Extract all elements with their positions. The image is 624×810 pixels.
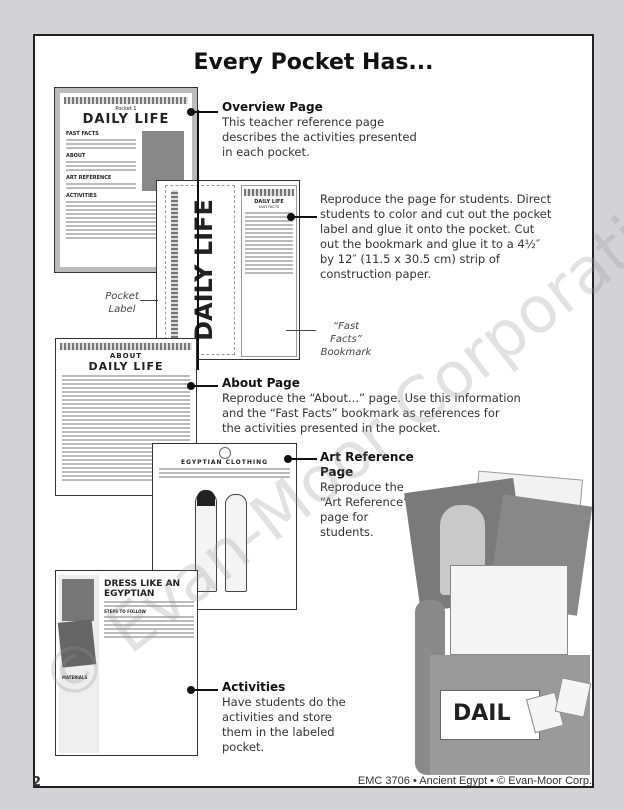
page-title: Every Pocket Has... xyxy=(193,50,434,75)
pocket-label-bookmark-thumbnail: DAILY LIFE DAILY LIFE FAST FACTS xyxy=(156,180,300,360)
bookmark-title: DAILY LIFE xyxy=(254,199,284,205)
thumb-title: DAILY LIFE xyxy=(88,360,164,373)
activities-text: Have students do the activities and stor… xyxy=(222,695,346,754)
art-reference-text: Reproduce the “Art Reference” page for s… xyxy=(320,480,410,539)
activities-description: Activities Have students do the activiti… xyxy=(222,680,352,755)
thumb-section: FAST FACTS xyxy=(66,131,99,137)
thumb-section: ACTIVITIES xyxy=(66,193,97,199)
thumb-section: ABOUT xyxy=(66,153,86,159)
thumb-title: DAILY LIFE xyxy=(82,112,170,127)
pocket-number: Pocket 1 xyxy=(115,106,137,112)
about-description: About Page Reproduce the “About...” page… xyxy=(222,376,522,436)
footer-credit: EMC 3706 • Ancient Egypt • © Evan-Moor C… xyxy=(357,775,592,787)
bookmark-caption: “Fast Facts” Bookmark xyxy=(320,321,372,358)
bookmark-subtitle: FAST FACTS xyxy=(258,205,280,209)
activities-heading: Activities xyxy=(222,680,286,694)
thumb-title: ABOUT xyxy=(109,352,143,360)
pocket-label-photo-text: DAIL xyxy=(440,690,540,740)
steps-heading: STEPS TO FOLLOW xyxy=(104,609,146,614)
pocket-photo: DAIL xyxy=(404,470,593,780)
activities-thumbnail: MATERIALS DRESS LIKE AN EGYPTIAN STEPS T… xyxy=(55,570,198,756)
thumb-title: DRESS LIKE AN EGYPTIAN xyxy=(104,579,181,599)
materials-heading: MATERIALS xyxy=(62,675,88,680)
art-reference-description: Art Reference Page Reproduce the “Art Re… xyxy=(320,450,415,540)
art-reference-heading: Art Reference Page xyxy=(320,450,414,479)
overview-description: Overview Page This teacher reference pag… xyxy=(222,100,422,160)
page-number: 2 xyxy=(32,775,42,790)
overview-heading: Overview Page xyxy=(222,100,323,114)
about-text: Reproduce the “About...” page. Use this … xyxy=(222,391,521,435)
pocket-label-text: DAILY LIFE xyxy=(190,199,218,341)
about-heading: About Page xyxy=(222,376,300,390)
thumb-section: ART REFERENCE xyxy=(66,175,112,181)
pocket-label-text-desc: Reproduce the page for students. Direct … xyxy=(320,192,552,281)
thumb-title: EGYPTIAN CLOTHING xyxy=(180,459,269,466)
pocket-label-description: Reproduce the page for students. Direct … xyxy=(320,192,555,282)
pocket-label-caption: Pocket Label xyxy=(105,291,139,315)
overview-text: This teacher reference page describes th… xyxy=(222,115,417,159)
